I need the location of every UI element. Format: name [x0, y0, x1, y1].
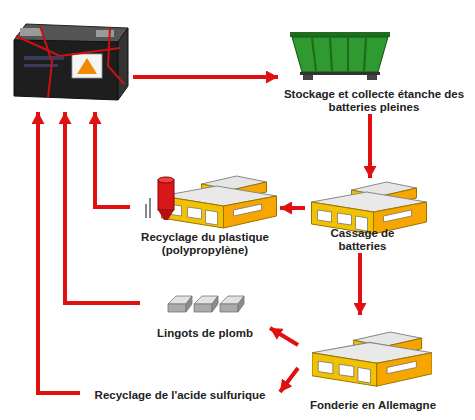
battery-illustration-part — [77, 58, 97, 74]
ingots-illustration-part — [220, 304, 238, 312]
process-node: Lingots de plomb — [140, 292, 270, 340]
node-label: Fonderie en Allemagne — [310, 399, 436, 412]
plastic-plant-illustration-part — [145, 204, 147, 218]
flow-arrow — [65, 112, 140, 303]
flow-arrow — [133, 75, 278, 79]
flow-arrow — [368, 114, 372, 178]
flow-arrow — [270, 328, 298, 345]
battery-illustration-part — [16, 36, 120, 56]
battery-illustration-part — [96, 30, 114, 37]
plastic-plant-illustration-part — [158, 180, 174, 210]
ingots-illustration-part — [212, 296, 218, 312]
container-illustration-part — [303, 75, 313, 80]
ingots-illustration-part — [194, 304, 212, 312]
ingots-illustration-part — [186, 296, 192, 312]
battery-illustration-part — [14, 24, 128, 42]
node-label: Cassage de batteries — [305, 227, 420, 253]
container-illustration-part — [367, 75, 377, 80]
battery-illustration-part — [72, 54, 102, 78]
node-label: Recyclage du plastique (polypropylène) — [130, 231, 280, 257]
plastic-plant-illustration-part — [162, 176, 277, 228]
flow-arrow — [95, 112, 130, 207]
process-node: Cassage de batteries — [305, 178, 420, 253]
flow-arrow — [358, 253, 362, 315]
foundry-illustration — [312, 332, 432, 386]
container-illustration-part — [290, 32, 390, 37]
battery-illustration-part — [118, 28, 128, 100]
battery-illustration — [14, 24, 128, 100]
process-node: Fonderie en Allemagne — [298, 315, 448, 412]
breaking-plant-illustration-part — [312, 182, 427, 234]
container-illustration-part — [330, 38, 332, 71]
plastic-plant-illustration — [146, 176, 277, 228]
foundry-illustration-part — [312, 332, 432, 386]
battery-illustration-part — [40, 26, 52, 98]
process-node: Recyclage de l'acide sulfurique — [80, 384, 280, 402]
battery-illustration-part — [14, 40, 118, 100]
battery-illustration-part — [24, 56, 64, 60]
container-illustration-part — [364, 38, 366, 71]
breaking-plant-illustration — [312, 182, 427, 234]
battery-node — [8, 12, 133, 112]
container-illustration-part — [292, 37, 388, 72]
plastic-plant-illustration-part — [149, 198, 151, 218]
plastic-plant-illustration-part — [158, 210, 174, 220]
battery-illustration-part — [24, 64, 58, 67]
battery-illustration-part — [20, 28, 42, 36]
container-illustration-part — [312, 38, 316, 71]
flow-arrow — [280, 368, 298, 392]
container-illustration — [290, 32, 390, 80]
node-label: Recyclage de l'acide sulfurique — [95, 389, 266, 402]
plastic-plant-illustration-part — [158, 177, 174, 183]
ingots-illustration-part — [238, 296, 244, 312]
process-node: Recyclage du plastique (polypropylène) — [130, 172, 280, 257]
node-label: Lingots de plomb — [157, 327, 253, 340]
node-label: Stockage et collecte étanche des batteri… — [278, 88, 470, 114]
flow-arrow — [280, 206, 305, 210]
container-illustration-part — [300, 72, 380, 75]
process-node: Stockage et collecte étanche des batteri… — [278, 28, 470, 114]
ingots-illustration — [168, 296, 244, 312]
battery-illustration-part — [108, 28, 124, 84]
container-illustration-part — [347, 38, 349, 71]
flow-arrow — [38, 112, 80, 393]
ingots-illustration-part — [168, 304, 186, 312]
